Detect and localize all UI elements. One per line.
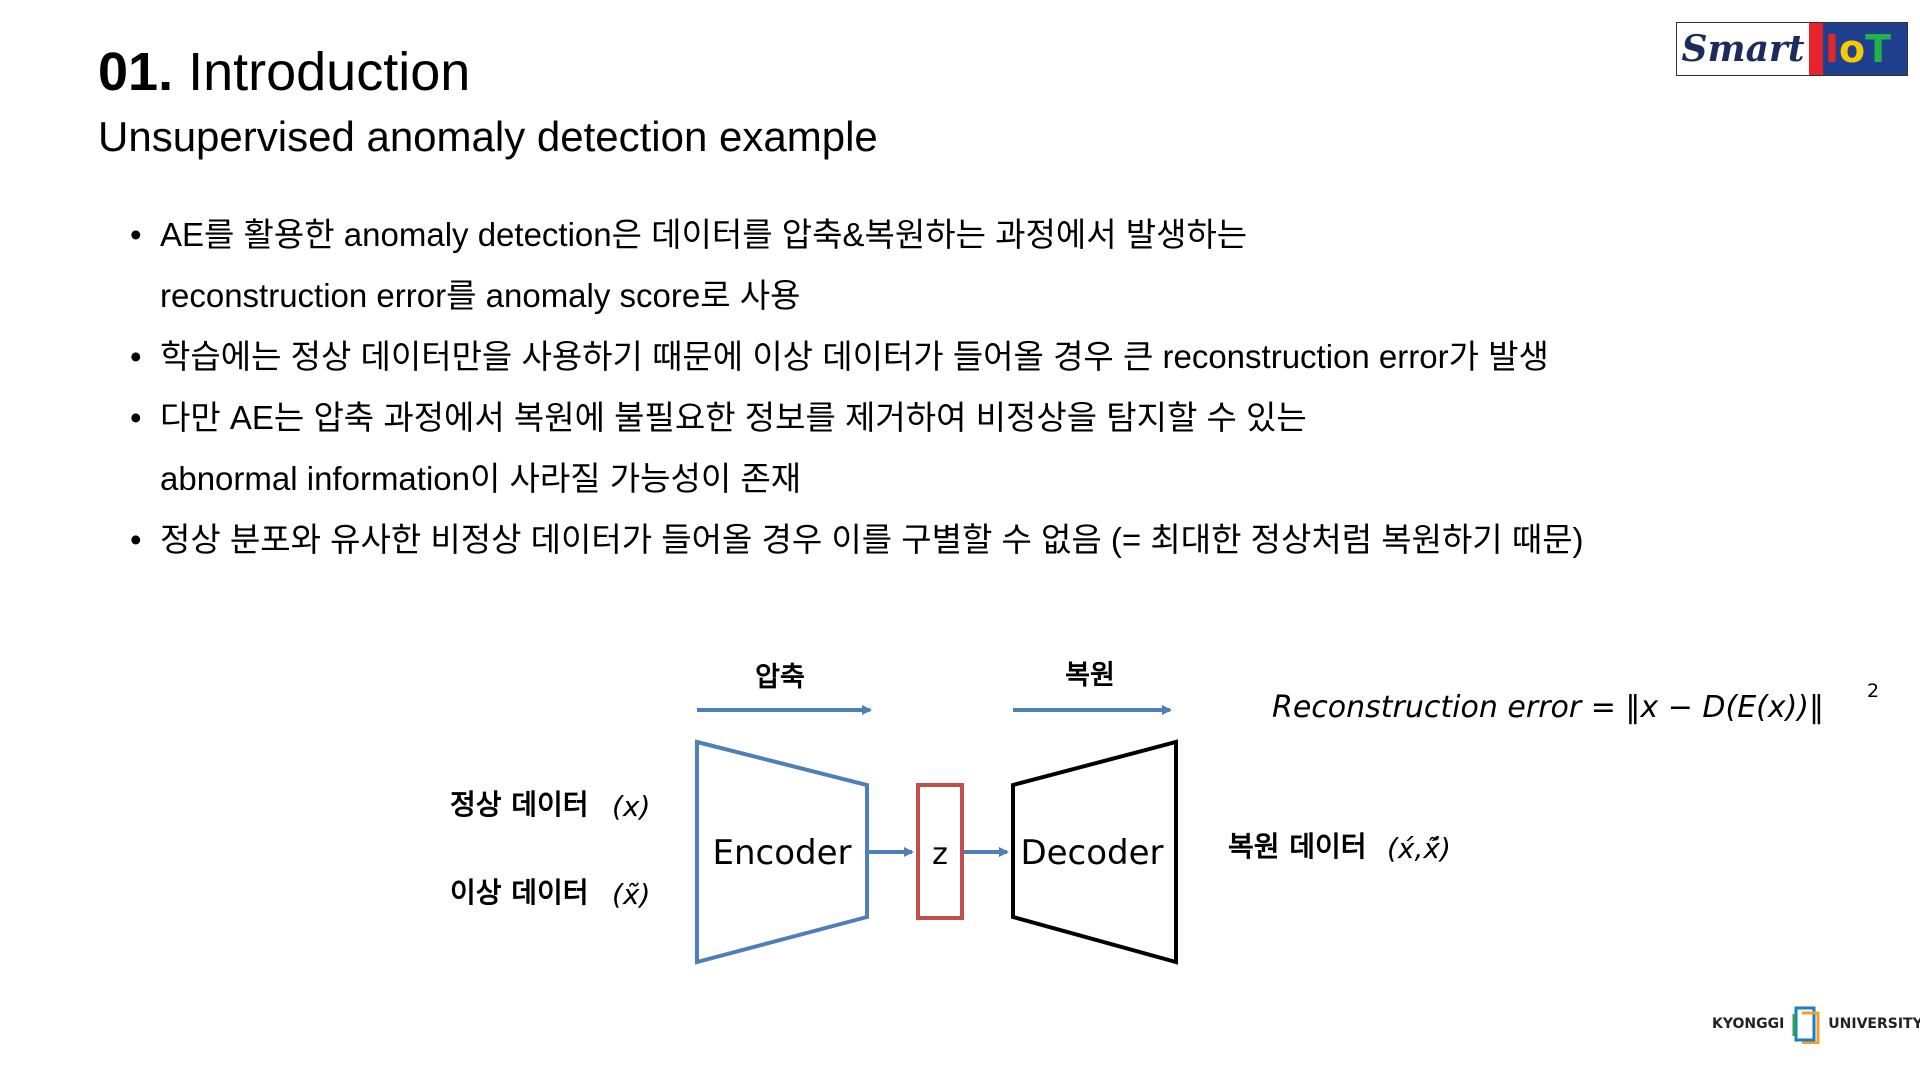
logo-letter-o: o (1839, 27, 1866, 71)
normal-input-symbol: (x) (612, 790, 650, 823)
bullet-list: AE를 활용한 anomaly detection은 데이터를 압축&복원하는 … (130, 204, 1750, 570)
bullet-line: 정상 분포와 유사한 비정상 데이터가 들어올 경우 이를 구별할 수 없음 (… (160, 521, 1584, 558)
output-label: 복원 데이터 (1228, 830, 1367, 863)
university-name-right: UNIVERSITY (1828, 1016, 1920, 1032)
title-number: 01. (98, 42, 174, 102)
bullet-line: 다만 AE는 압축 과정에서 복원에 불필요한 정보를 제거하여 비정상을 탐지… (160, 399, 1307, 436)
bullet-item: 정상 분포와 유사한 비정상 데이터가 들어올 경우 이를 구별할 수 없음 (… (130, 509, 1750, 570)
decoder-label: Decoder (1020, 833, 1163, 873)
page-subtitle: Unsupervised anomaly detection example (98, 113, 878, 160)
university-name-left: KYONGGI (1712, 1016, 1785, 1032)
restore-label: 복원 (1065, 660, 1115, 691)
reconstruction-formula: Reconstruction error = ‖x − D(E(x))‖ (1272, 690, 1824, 725)
logo-accent-bar (1809, 23, 1823, 75)
bullet-line: AE를 활용한 anomaly detection은 데이터를 압축&복원하는 … (160, 216, 1248, 253)
logo-letter-i: I (1824, 27, 1840, 71)
bullet-item: 학습에는 정상 데이터만을 사용하기 때문에 이상 데이터가 들어올 경우 큰 … (130, 326, 1750, 387)
logo-letter-t: T (1865, 27, 1892, 71)
university-mark-icon (1792, 1006, 1820, 1044)
page-title: 01. Introduction (98, 38, 470, 106)
abnormal-input-label: 이상 데이터 (450, 876, 589, 909)
output-symbol: (x́,x̃́) (1387, 832, 1451, 865)
latent-label: z (932, 837, 948, 872)
university-logo: KYONGGI UNIVERSITY (1712, 1004, 1920, 1044)
latent-box (916, 783, 964, 920)
normal-input-label: 정상 데이터 (450, 788, 589, 821)
bullet-line: reconstruction error를 anomaly score로 사용 (160, 277, 801, 314)
decoder-shape (1011, 739, 1178, 965)
bullet-item: AE를 활용한 anomaly detection은 데이터를 압축&복원하는 … (130, 204, 1750, 326)
encoder-shape (695, 739, 869, 965)
formula-exponent: 2 (1867, 680, 1879, 702)
compress-label: 압축 (755, 662, 805, 693)
bullet-item: 다만 AE는 압축 과정에서 복원에 불필요한 정보를 제거하여 비정상을 탐지… (130, 387, 1750, 509)
abnormal-input-symbol: (x̃) (612, 878, 650, 911)
bullet-line: 학습에는 정상 데이터만을 사용하기 때문에 이상 데이터가 들어올 경우 큰 … (160, 338, 1549, 375)
bullet-line: abnormal information이 사라질 가능성이 존재 (160, 460, 802, 497)
smart-logo-text: Smart (1677, 23, 1809, 75)
encoder-label: Encoder (712, 833, 851, 873)
title-text: Introduction (188, 42, 471, 102)
